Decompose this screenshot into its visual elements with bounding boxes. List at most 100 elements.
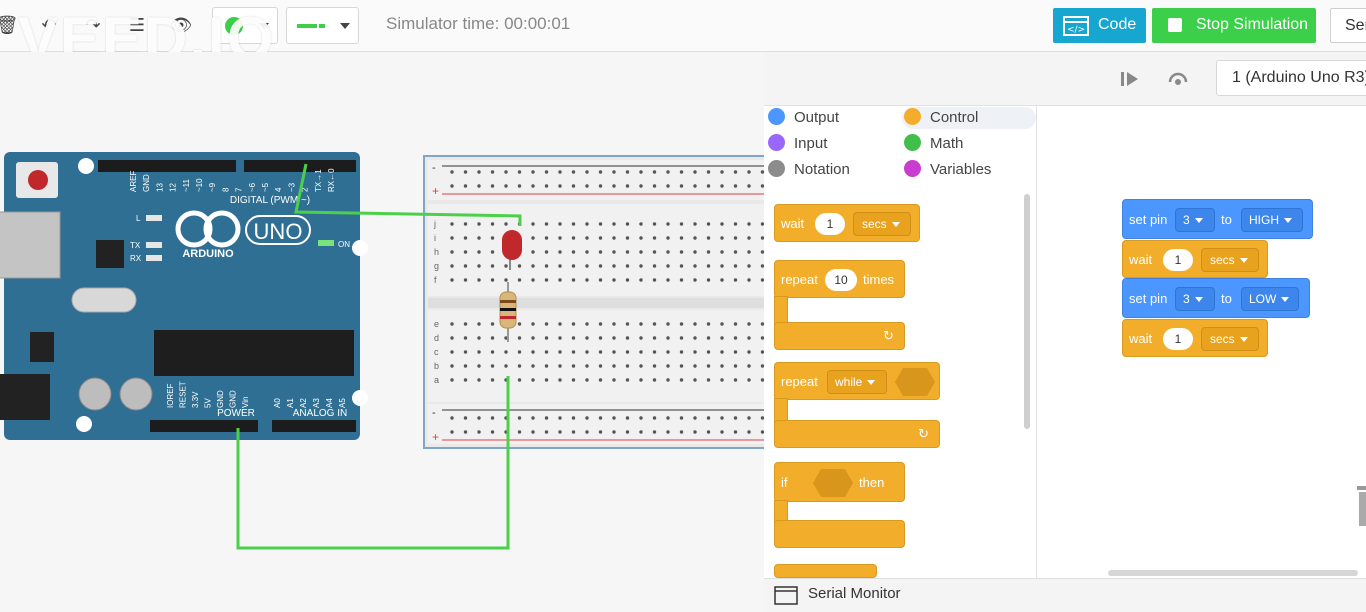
- wire-type-dropdown[interactable]: [286, 7, 359, 44]
- wait-seconds-input[interactable]: 1: [815, 213, 845, 235]
- step-forward-icon[interactable]: [1120, 69, 1140, 89]
- category-math[interactable]: Math: [904, 133, 1032, 155]
- wait-unit-dropdown[interactable]: secs: [853, 212, 911, 236]
- notes-icon[interactable]: ☰: [128, 15, 146, 35]
- pin-state-dropdown[interactable]: LOW: [1241, 287, 1299, 311]
- bb-hole: [706, 250, 711, 254]
- bb-hole: [612, 170, 616, 174]
- bb-hole: [625, 416, 630, 420]
- pin-state-dropdown[interactable]: HIGH: [1241, 208, 1303, 232]
- category-input[interactable]: Input: [768, 133, 896, 155]
- workspace-scrollbar[interactable]: [1108, 570, 1358, 576]
- rail-minus-bottom: -: [432, 407, 436, 419]
- device-select[interactable]: 1 (Arduino Uno R3): [1216, 60, 1366, 96]
- palette-if-then-block[interactable]: if then: [774, 462, 905, 502]
- condition-slot-icon[interactable]: [813, 469, 853, 497]
- bb-hole: [544, 336, 549, 340]
- bb-hole: [463, 278, 468, 282]
- wire-style-icon: [297, 24, 325, 28]
- bb-hole: [531, 250, 535, 254]
- repeat-count-input[interactable]: 10: [825, 269, 857, 291]
- undo-icon[interactable]: ↶: [41, 15, 57, 35]
- bb-hole: [720, 336, 724, 340]
- bb-hole: [625, 184, 630, 188]
- bb-hole: [450, 416, 454, 420]
- bb-hole: [760, 250, 764, 254]
- wire-gnd-to-resistor[interactable]: [236, 376, 510, 550]
- bb-hole: [558, 184, 562, 188]
- color-picker-dropdown[interactable]: [212, 7, 278, 44]
- wire-pin3-to-led[interactable]: [294, 163, 522, 226]
- bb-hole: [760, 236, 764, 240]
- palette-repeat-times-block[interactable]: repeat 10 times: [774, 260, 905, 298]
- bb-hole: [720, 184, 724, 188]
- pin-dropdown[interactable]: 3: [1175, 287, 1215, 311]
- bb-hole: [733, 250, 738, 254]
- bb-hole: [598, 278, 603, 282]
- wait-unit-dropdown[interactable]: secs: [1201, 248, 1259, 272]
- delete-icon[interactable]: 🗑: [0, 15, 19, 35]
- serial-monitor-label[interactable]: Serial Monitor: [808, 585, 901, 602]
- code-workspace[interactable]: set pin 3 to HIGH wait 1 secs set pin 3 …: [1037, 106, 1366, 578]
- bb-hole: [625, 236, 630, 240]
- bb-hole: [450, 264, 454, 268]
- bb-hole: [625, 364, 630, 368]
- bb-hole: [477, 336, 481, 340]
- bb-hole: [706, 184, 711, 188]
- pin-dropdown[interactable]: 3: [1175, 208, 1215, 232]
- bb-hole: [760, 322, 764, 326]
- pin-label: IOREF: [166, 383, 175, 408]
- wait-block[interactable]: wait 1 secs: [1122, 240, 1268, 278]
- bb-hole: [720, 222, 724, 226]
- bb-hole: [679, 222, 684, 226]
- bb-hole: [504, 222, 508, 226]
- red-led[interactable]: [502, 230, 522, 270]
- code-button[interactable]: </> Code: [1053, 8, 1146, 43]
- palette-scrollbar[interactable]: [1024, 194, 1030, 429]
- bb-hole: [679, 250, 684, 254]
- bb-hole: [517, 416, 522, 420]
- category-output[interactable]: Output: [768, 107, 896, 129]
- send-to-button[interactable]: Ser: [1330, 8, 1366, 43]
- category-notation[interactable]: Notation: [768, 159, 896, 181]
- repeat-mode-dropdown[interactable]: while: [827, 370, 887, 394]
- bb-hole: [760, 350, 764, 354]
- resistor[interactable]: [499, 282, 517, 342]
- reset-button-cap: [28, 170, 48, 190]
- math-color-dot: [904, 134, 921, 152]
- bb-hole: [558, 222, 562, 226]
- serial-monitor-bar[interactable]: [764, 578, 1366, 612]
- bb-hole: [517, 184, 522, 188]
- pin-label: ~6: [248, 182, 257, 192]
- condition-slot-icon[interactable]: [895, 368, 935, 396]
- restart-icon[interactable]: [1166, 68, 1190, 88]
- wait-unit-dropdown[interactable]: secs: [1201, 327, 1259, 351]
- trash-icon[interactable]: [1355, 482, 1366, 526]
- category-variables[interactable]: Variables: [904, 159, 1032, 181]
- wait-seconds-input[interactable]: 1: [1163, 249, 1193, 271]
- wait-block[interactable]: wait 1 secs: [1122, 319, 1268, 357]
- control-color-dot: [904, 108, 921, 126]
- bb-hole: [612, 264, 616, 268]
- bb-hole: [504, 170, 508, 174]
- bb-hole: [612, 236, 616, 240]
- visibility-icon[interactable]: 👁: [169, 15, 193, 35]
- bb-hole: [733, 278, 738, 282]
- bb-hole: [598, 378, 603, 382]
- set-pin-low-block[interactable]: set pin 3 to LOW: [1122, 278, 1310, 318]
- palette-repeat-while-block[interactable]: repeat while: [774, 362, 940, 400]
- on-label: ON: [338, 240, 350, 249]
- bb-hole: [652, 236, 657, 240]
- wait-seconds-input[interactable]: 1: [1163, 328, 1193, 350]
- palette-wait-block[interactable]: wait 1 secs: [774, 204, 920, 242]
- bb-hole: [666, 350, 670, 354]
- palette-next-block[interactable]: [774, 564, 877, 578]
- category-control[interactable]: Control: [902, 107, 1036, 129]
- set-pin-high-block[interactable]: set pin 3 to HIGH: [1122, 199, 1313, 239]
- arduino-uno-board[interactable]: UNO ARDUINO DIGITAL (PWM ~) POWER ANALOG…: [0, 152, 368, 440]
- bb-hole: [720, 322, 724, 326]
- redo-icon[interactable]: ↷: [85, 15, 101, 35]
- stop-simulation-button[interactable]: Stop Simulation: [1152, 8, 1316, 43]
